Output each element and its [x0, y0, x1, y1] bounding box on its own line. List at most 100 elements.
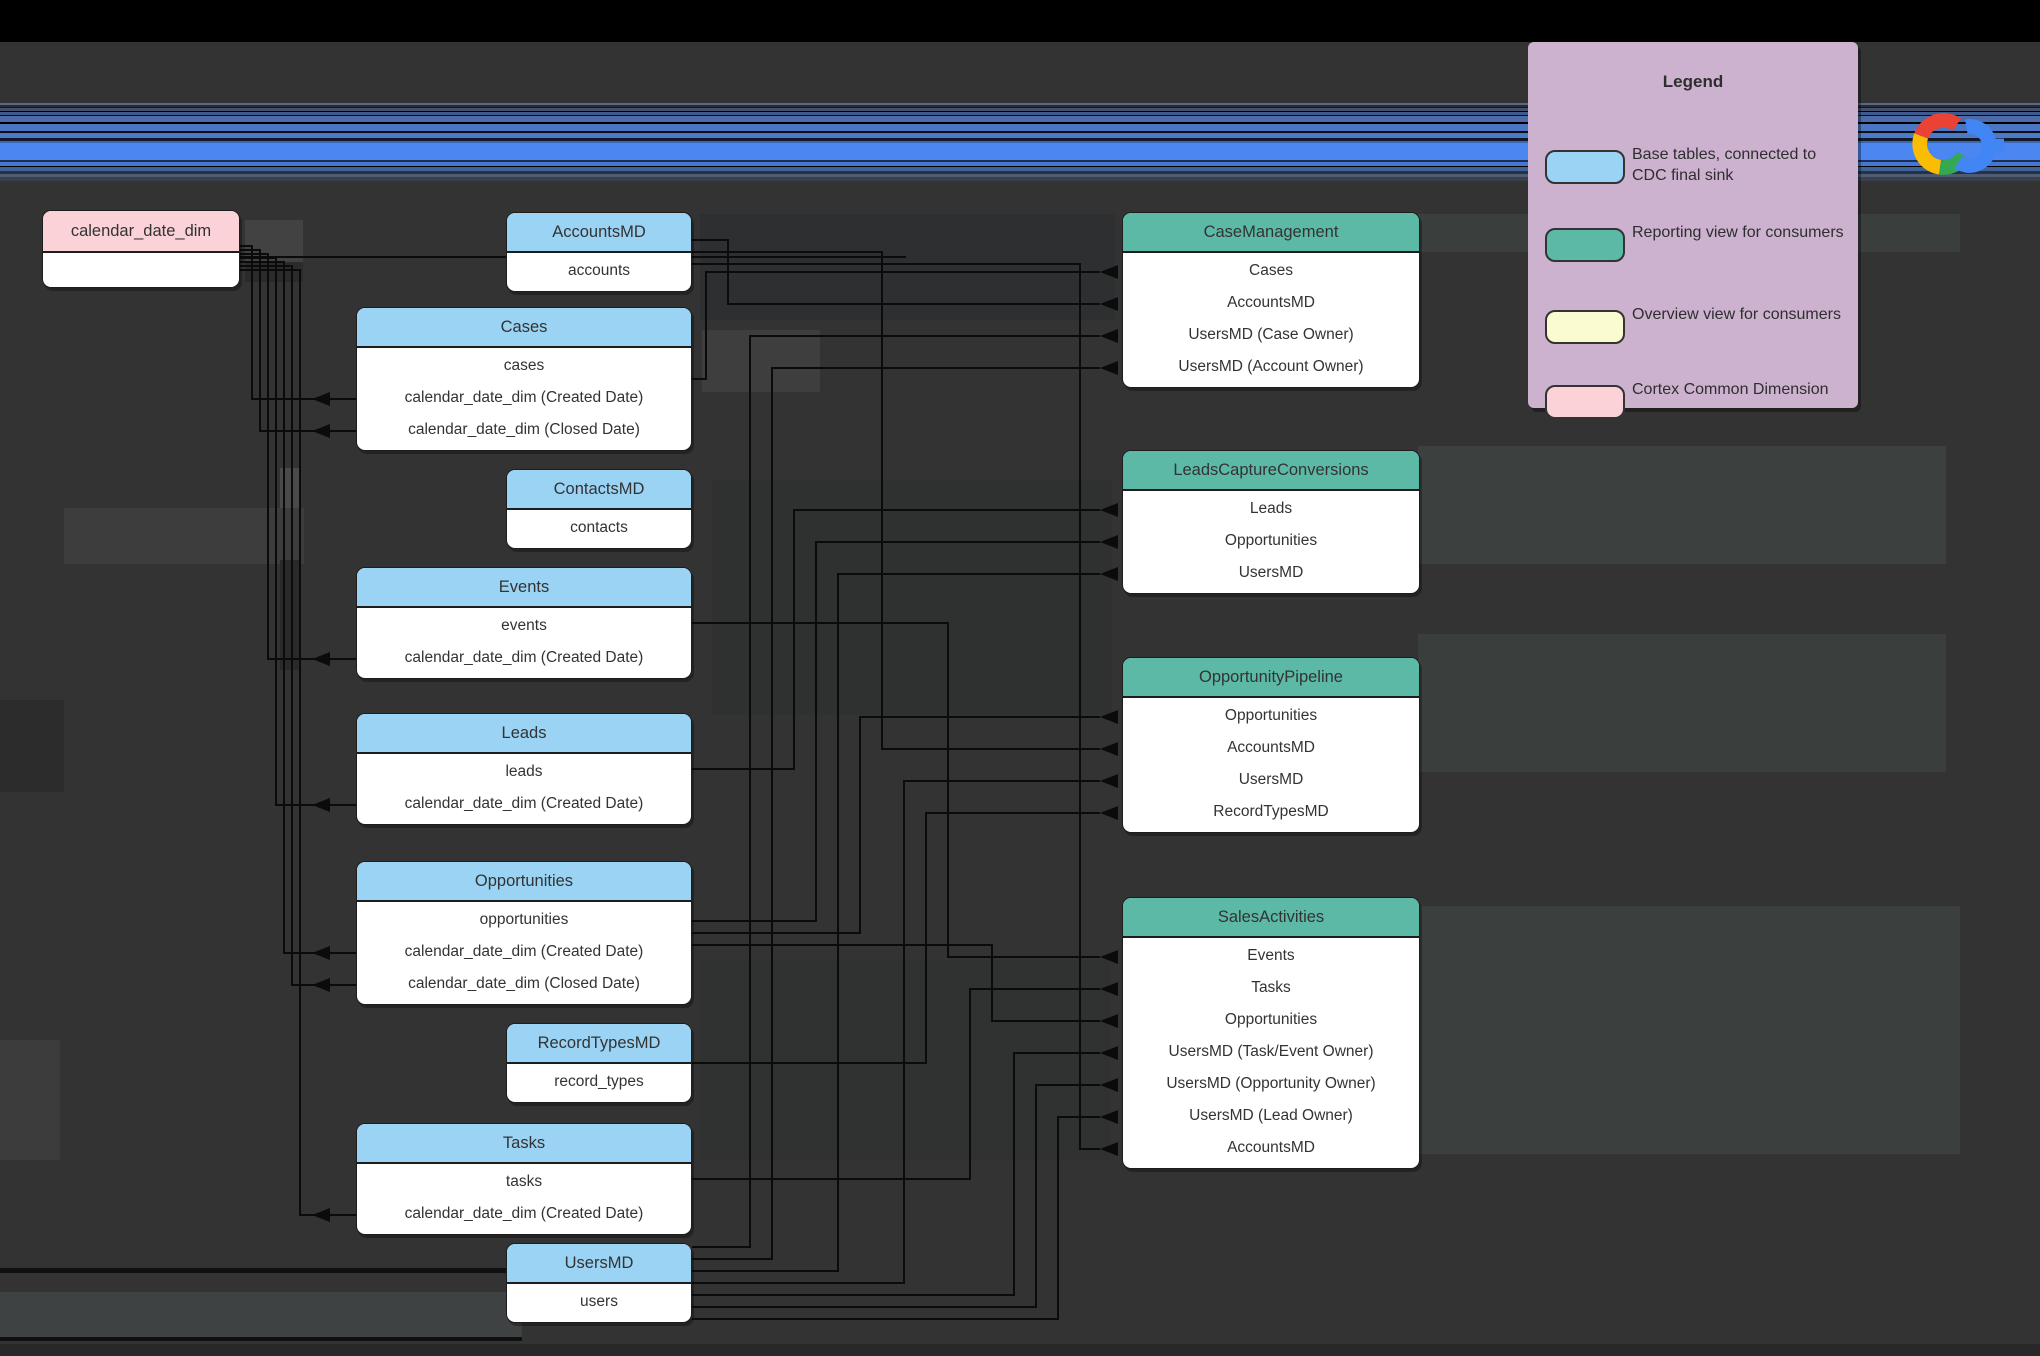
- legend-label: Reporting view for consumers: [1632, 224, 1844, 241]
- view-casemanagement[interactable]: CaseManagement Cases AccountsMD UsersMD …: [1122, 212, 1420, 388]
- connector-line: [692, 716, 1100, 934]
- glitch-band: [245, 262, 303, 282]
- legend-panel: Legend Base tables, connected to CDC fin…: [1528, 42, 1858, 419]
- legend-swatch-overview-view: [1545, 310, 1625, 344]
- table-row: calendar_date_dim (Created Date): [404, 1205, 644, 1222]
- connector-arrowhead: [312, 424, 330, 438]
- glitch-band: [712, 480, 1112, 715]
- glitch-band: [1418, 634, 1946, 772]
- glitch-band: [280, 468, 300, 508]
- glitch-band: [0, 1040, 60, 1160]
- connector-arrowhead: [312, 1208, 330, 1222]
- view-row: UsersMD: [1238, 564, 1304, 581]
- glitch-band: [0, 1292, 522, 1337]
- view-row: Leads: [1249, 500, 1293, 517]
- legend-swatch-reporting-view: [1545, 228, 1625, 262]
- top-black-band: [0, 0, 2040, 42]
- legend-label: Cortex Common Dimension: [1632, 381, 1829, 398]
- legend-label: Overview view for consumers: [1632, 306, 1841, 323]
- table-recordtypesmd[interactable]: RecordTypesMD record_types: [506, 1023, 692, 1103]
- connector-line: [240, 269, 356, 1216]
- connector-arrowhead: [1100, 774, 1118, 788]
- view-opportunitypipeline[interactable]: OpportunityPipeline Opportunities Accoun…: [1122, 657, 1420, 833]
- legend-title: Legend: [1662, 72, 1724, 91]
- table-header: Leads: [357, 714, 691, 754]
- table-opportunities[interactable]: Opportunities opportunities calendar_dat…: [356, 861, 692, 1005]
- view-row: UsersMD (Account Owner): [1178, 358, 1364, 375]
- legend-swatch-base-tables: [1545, 150, 1625, 184]
- view-header: LeadsCaptureConversions: [1123, 451, 1419, 491]
- table-calendar-date-dim[interactable]: calendar_date_dim: [42, 210, 240, 288]
- glitch-band: [1418, 906, 1960, 1154]
- table-events[interactable]: Events events calendar_date_dim (Created…: [356, 567, 692, 679]
- table-accountsmd[interactable]: AccountsMD accounts: [506, 212, 692, 292]
- connector-arrowhead: [312, 946, 330, 960]
- table-row: cases: [503, 357, 545, 374]
- table-header: Events: [357, 568, 691, 608]
- glitch-band: [0, 1344, 2040, 1356]
- table-header: Cases: [357, 308, 691, 348]
- table-row: calendar_date_dim (Closed Date): [408, 421, 640, 438]
- table-row: leads: [505, 763, 543, 780]
- table-row: calendar_date_dim (Created Date): [404, 943, 644, 960]
- table-leads[interactable]: Leads leads calendar_date_dim (Created D…: [356, 713, 692, 825]
- table-cases[interactable]: Cases cases calendar_date_dim (Created D…: [356, 307, 692, 451]
- legend-label: Base tables, connected to CDC final sink: [1632, 146, 1817, 184]
- connector-arrowhead: [312, 978, 330, 992]
- connector-arrowhead: [312, 798, 330, 812]
- table-row: calendar_date_dim (Created Date): [404, 389, 644, 406]
- table-tasks[interactable]: Tasks tasks calendar_date_dim (Created D…: [356, 1123, 692, 1235]
- glitch-band: [0, 1337, 522, 1341]
- view-row: Cases: [1249, 262, 1293, 279]
- connector-arrowhead: [1100, 806, 1118, 820]
- table-row: contacts: [570, 519, 628, 536]
- table-usersmd[interactable]: UsersMD users: [506, 1243, 692, 1323]
- glitch-band: [702, 330, 820, 392]
- glitch-band: [700, 960, 1110, 1160]
- table-row: tasks: [505, 1173, 543, 1190]
- table-row: opportunities: [479, 911, 569, 928]
- view-row: UsersMD (Opportunity Owner): [1166, 1075, 1376, 1092]
- connector-arrowhead: [312, 392, 330, 406]
- view-row: UsersMD (Case Owner): [1188, 326, 1354, 343]
- view-row: Opportunities: [1224, 707, 1318, 724]
- view-row: Tasks: [1251, 979, 1291, 996]
- view-row: Opportunities: [1224, 532, 1318, 549]
- glitch-band: [280, 560, 300, 670]
- logo-yellow-arc: [1912, 133, 1942, 175]
- table-header: UsersMD: [507, 1244, 691, 1284]
- view-row: RecordTypesMD: [1213, 803, 1329, 820]
- connector-arrowhead: [1100, 361, 1118, 375]
- table-contactsmd[interactable]: ContactsMD contacts: [506, 469, 692, 549]
- connector-arrowhead: [1100, 742, 1118, 756]
- view-leadscaptureconversions[interactable]: LeadsCaptureConversions Leads Opportunit…: [1122, 450, 1420, 594]
- glitch-band: [64, 508, 304, 564]
- table-row: users: [580, 1293, 618, 1310]
- table-row: events: [501, 617, 547, 634]
- table-body-empty: [43, 255, 239, 283]
- legend-swatch-cortex-dimension: [1545, 385, 1625, 419]
- view-row: AccountsMD: [1227, 294, 1315, 311]
- table-header: AccountsMD: [507, 213, 691, 253]
- view-row: UsersMD (Lead Owner): [1189, 1107, 1353, 1124]
- table-row: accounts: [567, 262, 631, 279]
- view-row: AccountsMD: [1227, 739, 1315, 756]
- glitch-band: [0, 700, 64, 792]
- view-row: AccountsMD: [1227, 1139, 1315, 1156]
- view-header: CaseManagement: [1123, 213, 1419, 253]
- view-row: UsersMD: [1238, 771, 1304, 788]
- view-salesactivities[interactable]: SalesActivities Events Tasks Opportuniti…: [1122, 897, 1420, 1169]
- table-row: calendar_date_dim (Closed Date): [408, 975, 640, 992]
- glitch-band: [700, 214, 1115, 320]
- view-header: OpportunityPipeline: [1123, 658, 1419, 698]
- table-row: calendar_date_dim (Created Date): [404, 649, 644, 666]
- table-header: Opportunities: [357, 862, 691, 902]
- table-header: RecordTypesMD: [507, 1024, 691, 1064]
- google-cloud-logo: [1912, 113, 2005, 175]
- logo-red-arc: [1914, 113, 1962, 139]
- table-header: calendar_date_dim: [43, 211, 239, 253]
- view-row: Events: [1247, 947, 1295, 964]
- table-header: Tasks: [357, 1124, 691, 1164]
- table-header: ContactsMD: [507, 470, 691, 510]
